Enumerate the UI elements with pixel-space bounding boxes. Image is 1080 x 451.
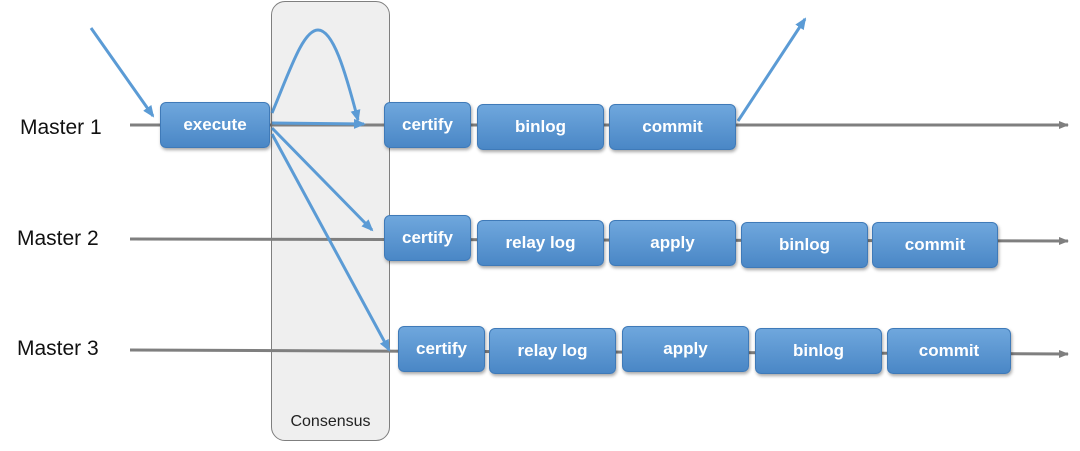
execute-to-certify-2-arrow	[270, 126, 374, 232]
step-commit-master-1: commit	[609, 104, 736, 150]
master-3-label: Master 3	[17, 337, 99, 360]
consensus-label: Consensus	[290, 413, 371, 430]
execute-to-certify-1-arrow	[271, 118, 366, 129]
step-relay-log-master-3: relay log	[489, 328, 616, 374]
step-relay-log-master-2: relay log	[477, 220, 604, 266]
step-commit-master-3: commit	[887, 328, 1011, 374]
commit-response-arrow	[736, 17, 807, 122]
incoming-request-arrow	[89, 27, 155, 118]
master-1-label: Master 1	[20, 116, 102, 139]
step-execute: execute	[160, 102, 270, 148]
execute-to-certify-3-arrow	[270, 133, 391, 352]
step-certify-master-1: certify	[384, 102, 471, 148]
step-binlog-master-3: binlog	[755, 328, 882, 374]
step-binlog-master-1: binlog	[477, 104, 604, 150]
step-binlog-master-2: binlog	[741, 222, 868, 268]
step-apply-master-3: apply	[622, 326, 749, 372]
consensus-loop-arrow	[270, 28, 361, 122]
step-apply-master-2: apply	[609, 220, 736, 266]
step-certify-master-3: certify	[398, 326, 485, 372]
step-commit-master-2: commit	[872, 222, 998, 268]
master-2-label: Master 2	[17, 227, 99, 250]
step-certify-master-2: certify	[384, 215, 471, 261]
